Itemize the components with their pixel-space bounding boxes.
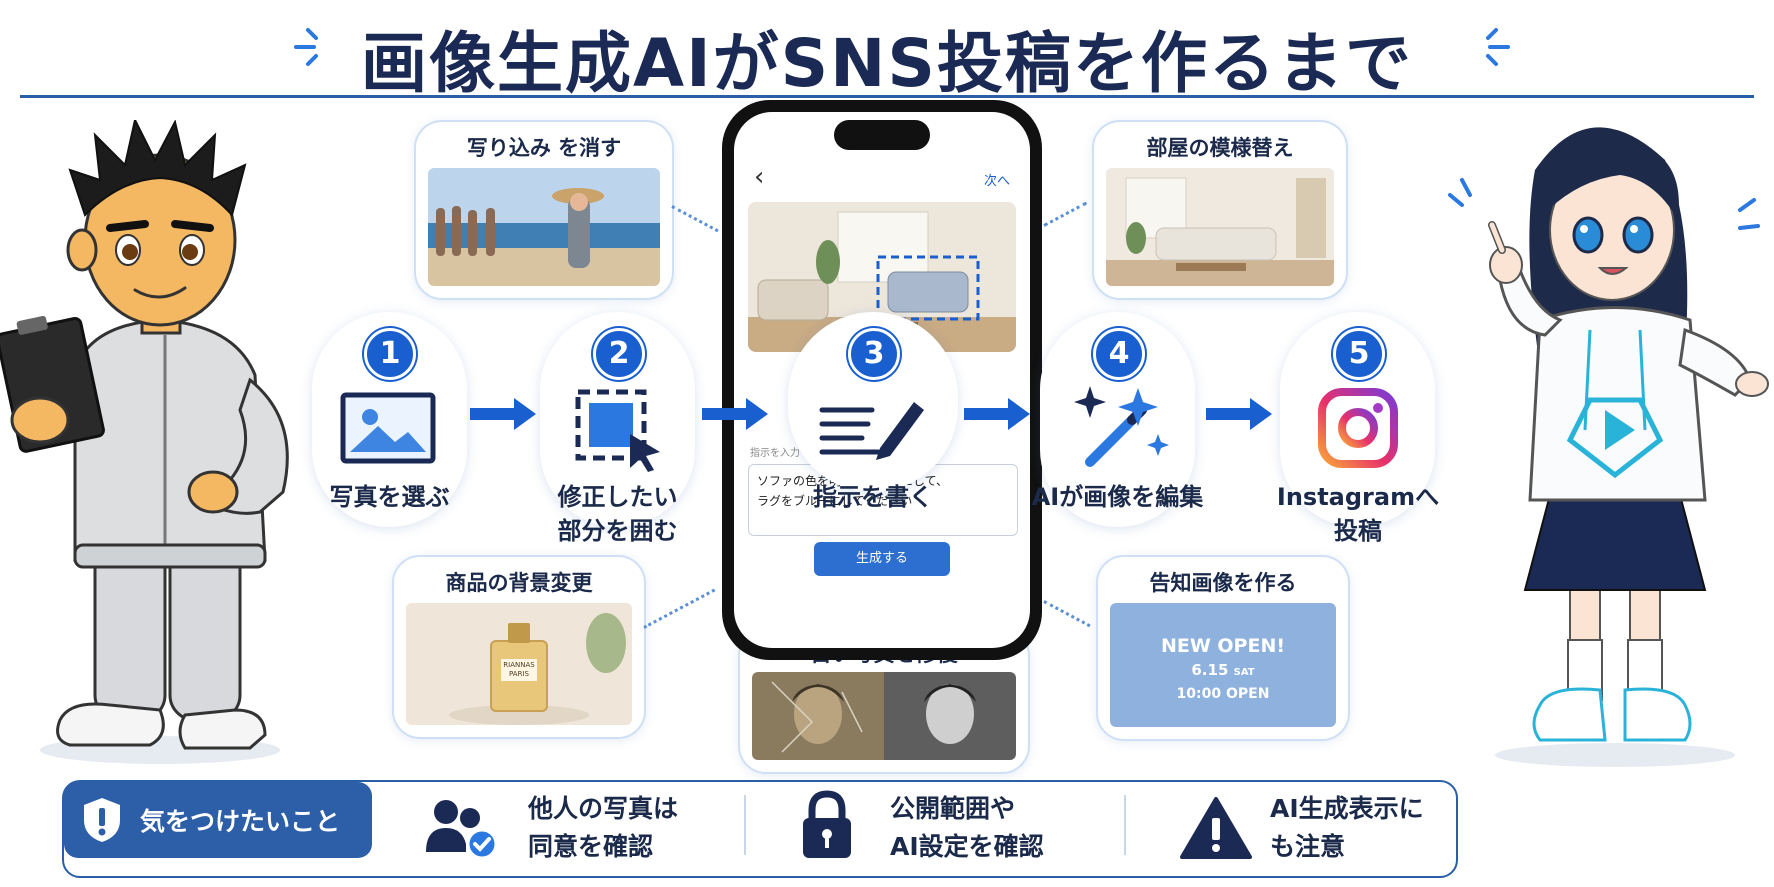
caution-item-1-line-2: 同意を確認	[528, 832, 654, 861]
example-card-title: 商品の背景変更	[445, 571, 593, 595]
announce-date: 6.15	[1191, 661, 1229, 679]
step-label-4: AIが画像を編集	[1031, 483, 1204, 511]
living-room-photo-image	[1106, 168, 1334, 286]
arrow-right-icon	[1206, 398, 1272, 430]
generate-button[interactable]: 生成する	[814, 542, 950, 576]
example-card-product-background: 商品の背景変更 RIANNAS PARIS	[392, 555, 646, 739]
image-icon	[340, 392, 436, 464]
connector-dotted	[643, 588, 716, 629]
phone-screen: ‹ 次へ 指示を入力 ソファの色を明るいグレーにして、 ラグをブルーにしてくださ…	[734, 112, 1030, 648]
step-number-2: 2	[593, 328, 645, 380]
caution-heading-tag: 気をつけたいこと	[64, 782, 372, 858]
step-number-5: 5	[1333, 328, 1385, 380]
step-number-1: 1	[364, 328, 416, 380]
step-label-2-line-2: 部分を囲む	[557, 517, 678, 545]
example-card-title: 写り込み を消す	[466, 136, 622, 160]
warning-icon	[1180, 797, 1252, 859]
caution-separator	[1124, 795, 1126, 855]
example-card-title: 告知画像を作る	[1149, 571, 1297, 595]
example-card-room-makeover: 部屋の模様替え	[1092, 120, 1348, 300]
caution-heading: 気をつけたいこと	[140, 807, 341, 836]
example-card-remove-people: 写り込み を消す	[414, 120, 674, 300]
beach-photo-image	[428, 168, 660, 286]
next-button[interactable]: 次へ	[983, 174, 1010, 189]
sparkle-left-icon	[290, 24, 336, 70]
magic-wand-icon	[1074, 386, 1169, 467]
shield-icon	[84, 798, 120, 842]
example-card-title: 部屋の模様替え	[1146, 136, 1294, 160]
step-label-3: 指示を書く	[813, 483, 933, 511]
arrow-right-icon	[470, 398, 536, 430]
title-divider	[20, 95, 1754, 98]
caution-item-3-line-2: も注意	[1270, 832, 1346, 861]
step-label-1: 写真を選ぶ	[329, 483, 450, 511]
step-label-2: 修正したい 部分を囲む	[540, 480, 695, 548]
connector-dotted	[1043, 600, 1091, 628]
perfume-label-brand: RIANNAS	[503, 661, 535, 669]
selection-cursor-icon	[575, 389, 660, 472]
prompt-label: 指示を入力	[750, 448, 800, 459]
text-pen-icon	[819, 402, 924, 460]
announcement-image: NEW OPEN! 6.15 SAT 10:00 OPEN	[1110, 603, 1336, 727]
announce-headline: NEW OPEN!	[1160, 635, 1286, 657]
page-title: 画像生成AIがSNS投稿を作るまで	[361, 25, 1413, 102]
announce-day: SAT	[1233, 667, 1255, 678]
step-number-4: 4	[1093, 328, 1145, 380]
man-character-illustration	[0, 120, 289, 764]
caution-item-2-line-2: AI設定を確認	[890, 832, 1044, 861]
lock-icon	[803, 790, 851, 858]
example-card-announcement: 告知画像を作る NEW OPEN! 6.15 SAT 10:00 OPEN	[1096, 555, 1350, 741]
caution-item-1-line-1: 他人の写真は	[528, 794, 679, 823]
step-number-3: 3	[848, 328, 900, 380]
caution-item-2-line-1: 公開範囲や	[890, 794, 1016, 823]
perfume-photo-image: RIANNAS PARIS	[406, 603, 632, 725]
smartphone-mockup: ‹ 次へ 指示を入力 ソファの色を明るいグレーにして、 ラグをブルーにしてくださ…	[722, 100, 1042, 660]
instagram-icon	[1318, 388, 1398, 468]
girl-character-illustration	[1448, 127, 1769, 767]
caution-item-2: 公開範囲や AI設定を確認	[890, 790, 1044, 866]
sparkle-right-icon	[1468, 24, 1514, 70]
connector-dotted	[671, 205, 719, 233]
arrow-right-icon	[702, 398, 768, 430]
step-label-5-line-2: 投稿	[1334, 517, 1382, 545]
arrow-right-icon	[964, 398, 1030, 430]
connector-dotted	[1043, 201, 1088, 227]
old-photo-comparison-image	[752, 672, 1016, 760]
caution-item-3: AI生成表示に も注意	[1270, 790, 1424, 866]
back-button[interactable]: ‹	[754, 162, 765, 192]
caution-item-1: 他人の写真は 同意を確認	[528, 790, 678, 866]
step-label-5-line-1: Instagramへ	[1276, 483, 1440, 511]
announce-time: 10:00 OPEN	[1176, 686, 1270, 702]
perfume-label-city: PARIS	[509, 670, 529, 678]
step-label-2-line-1: 修正したい	[557, 483, 678, 511]
caution-separator	[744, 795, 746, 855]
user-check-icon	[426, 800, 498, 860]
phone-notch	[834, 120, 930, 150]
prompt-text-line-2: ラグをブルーにしてください	[757, 494, 913, 508]
caution-item-3-line-1: AI生成表示に	[1270, 794, 1424, 823]
step-label-5: Instagramへ 投稿	[1262, 480, 1454, 548]
